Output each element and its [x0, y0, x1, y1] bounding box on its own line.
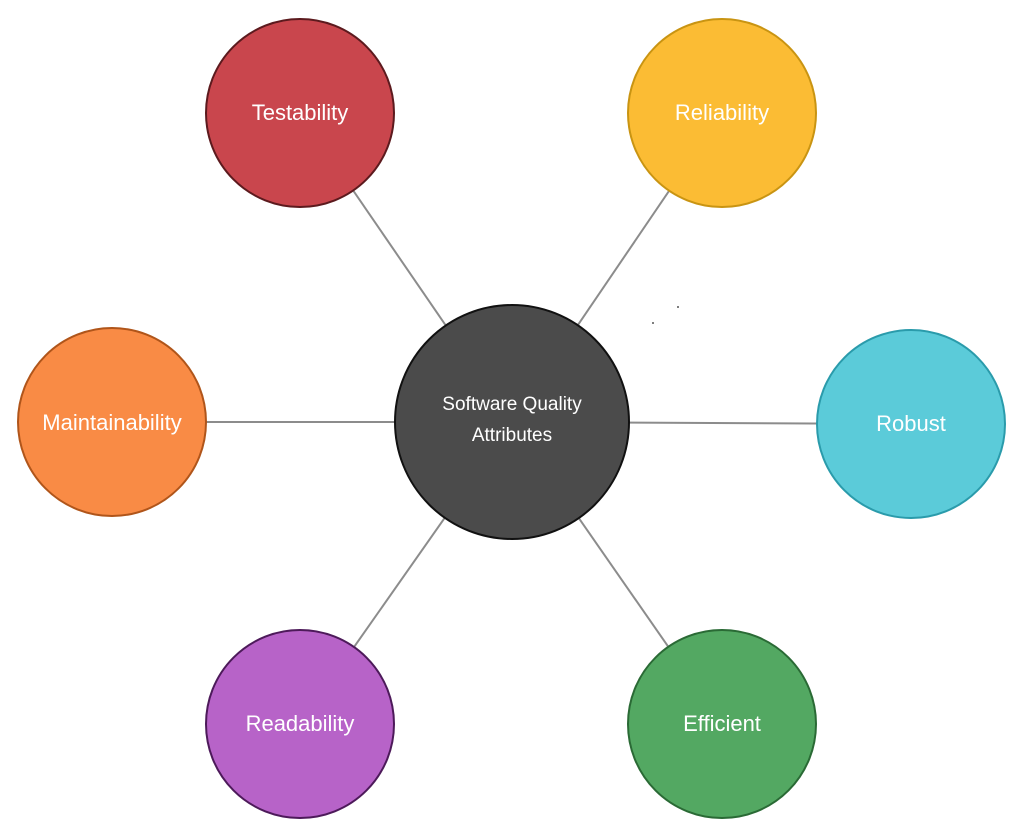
node-maintainability-label: Maintainability	[42, 410, 181, 435]
node-efficient-label: Efficient	[683, 711, 761, 736]
node-robust: Robust	[816, 329, 1006, 519]
center-node: Software Quality Attributes	[394, 304, 630, 540]
stray-dot	[652, 322, 654, 324]
node-maintainability-circle	[17, 327, 207, 517]
node-robust-circle	[816, 329, 1006, 519]
node-maintainability: Maintainability	[17, 327, 207, 517]
node-reliability-circle	[627, 18, 817, 208]
node-reliability-label: Reliability	[675, 100, 769, 125]
center-node-label-line-1: Software Quality	[442, 394, 582, 415]
node-readability-circle	[205, 629, 395, 819]
node-efficient-circle	[627, 629, 817, 819]
center-node-circle	[394, 304, 630, 540]
center-node-label-line-2: Attributes	[472, 425, 552, 446]
stray-dot	[677, 306, 679, 308]
node-testability-label: Testability	[252, 100, 349, 125]
node-efficient: Efficient	[627, 629, 817, 819]
node-readability-label: Readability	[246, 711, 355, 736]
node-reliability: Reliability	[627, 18, 817, 208]
node-readability: Readability	[205, 629, 395, 819]
node-robust-label: Robust	[876, 411, 946, 436]
node-testability: Testability	[205, 18, 395, 208]
node-testability-circle	[205, 18, 395, 208]
